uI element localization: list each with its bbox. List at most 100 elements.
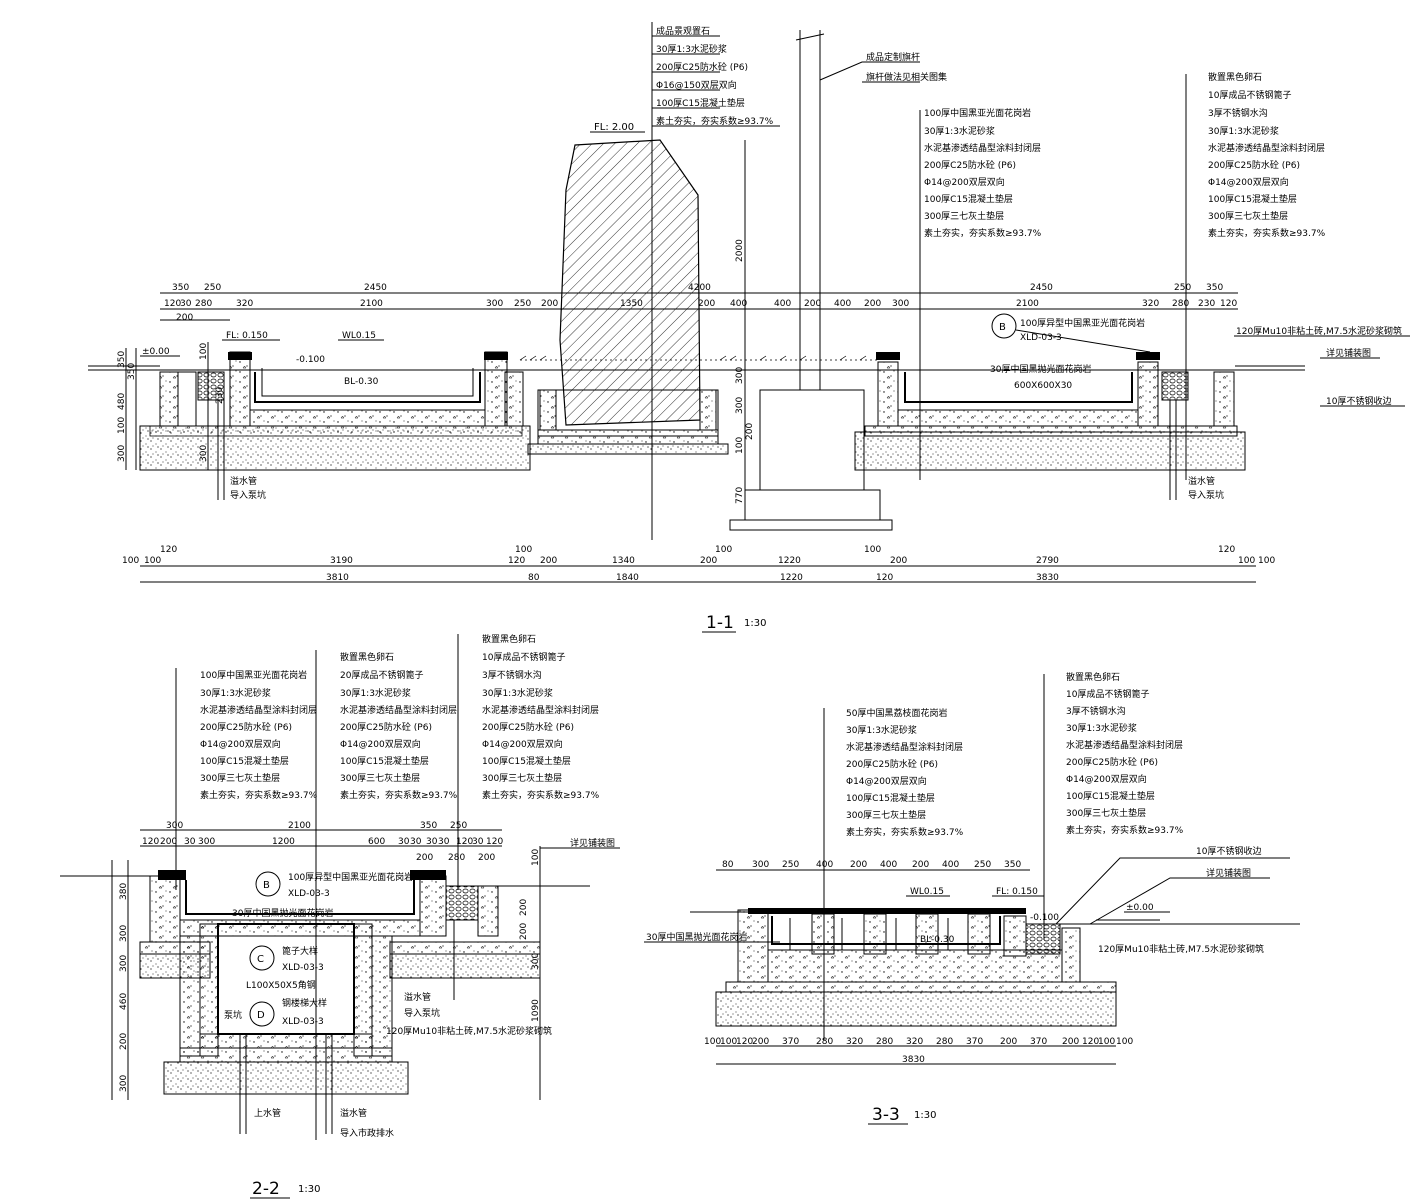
dim: 120 xyxy=(164,299,181,309)
section-2-2: 100厚中国黑亚光面花岗岩 30厚1:3水泥砂浆 水泥基渗透结晶型涂料封闭层 2… xyxy=(60,633,620,1199)
callout-d-text: 钢楼梯大样 xyxy=(282,997,327,1009)
dim: 370 xyxy=(782,1037,799,1047)
note-line: 200厚C25防水砼 (P6) xyxy=(1208,159,1300,171)
note-line: 100厚C15混凝土垫层 xyxy=(656,97,745,109)
note-line: Φ14@200双层双向 xyxy=(482,738,563,750)
note-line: 水泥基渗透结晶型涂料封闭层 xyxy=(846,741,963,753)
note-line: 成品景观置石 xyxy=(656,25,710,37)
dim: 600 xyxy=(368,837,385,847)
note-line: 200厚C25防水砼 (P6) xyxy=(482,721,574,733)
dim: 350 xyxy=(172,283,189,293)
note-line: 50厚中国黑荔枝面花岗岩 xyxy=(846,707,947,719)
dim: 370 xyxy=(1030,1037,1047,1047)
dim: 120 xyxy=(508,556,525,566)
dim: 300 xyxy=(166,821,183,831)
note-line: 成品定制旗杆 xyxy=(866,51,920,63)
dim: 100 xyxy=(735,437,745,454)
dim: 100 xyxy=(720,1037,737,1047)
stainless-note: 10厚不锈钢收边 xyxy=(1326,395,1391,407)
dim: 120 xyxy=(160,545,177,555)
dim: 400 xyxy=(730,299,747,309)
dim: 200 xyxy=(176,313,193,323)
callout-c-letter: C xyxy=(257,954,264,965)
dim: 30 xyxy=(438,837,450,847)
granite-size: 600X600X30 xyxy=(1014,381,1072,391)
dims-mid: 2000 300 300 100 200 770 xyxy=(735,140,755,504)
dim: 300 xyxy=(752,860,769,870)
note-line: Φ14@200双层双向 xyxy=(1208,176,1289,188)
section-scale-3-3: 1:30 xyxy=(914,1110,936,1121)
note-line: 300厚三七灰土垫层 xyxy=(200,772,280,784)
dim: 480 xyxy=(117,393,127,410)
dim: 280 xyxy=(1172,299,1189,309)
dim: 250 xyxy=(974,860,991,870)
dim: 1220 xyxy=(778,556,801,566)
dim: 120 xyxy=(1082,1037,1099,1047)
level-zero: ±0.00 xyxy=(1126,903,1154,913)
dim: 2450 xyxy=(364,283,387,293)
note-line: Φ14@200双层双向 xyxy=(1066,773,1147,785)
dim: 30 xyxy=(398,837,410,847)
callout-d-ref: XLD-03-3 xyxy=(282,1017,324,1027)
dim: 200 xyxy=(416,853,433,863)
callout-b-text: 100厚异型中国黑亚光面花岗岩 xyxy=(1020,317,1145,329)
note-line: 100厚C15混凝土垫层 xyxy=(482,755,571,767)
dim: 300 xyxy=(117,445,127,462)
dim-total: 3830 xyxy=(902,1055,925,1065)
dim: 3810 xyxy=(326,573,349,583)
wall-note: 120厚Mu10非粘土砖,M7.5水泥砂浆砌筑 xyxy=(386,1025,552,1037)
note-line: 300厚三七灰土垫层 xyxy=(340,772,420,784)
pipe-pump-r: 导入泵坑 xyxy=(1188,489,1224,501)
dim: 320 xyxy=(846,1037,863,1047)
note-line: 10厚成品不锈钢篦子 xyxy=(482,651,565,663)
note-line: Φ16@150双层双向 xyxy=(656,79,737,91)
notes-flagpole: 成品定制旗杆 旗杆做法见相关图集 xyxy=(819,51,947,83)
dim: 200 xyxy=(912,860,929,870)
granite-note: 30厚中国黑抛光面花岗岩 xyxy=(232,907,333,919)
dim: 200 xyxy=(890,556,907,566)
stainless-note: 10厚不锈钢收边 xyxy=(1196,845,1261,857)
dim: 30 xyxy=(410,837,422,847)
pump-pit: 泵坑 xyxy=(224,1009,242,1021)
note-line: 水泥基渗透结晶型涂料封闭层 xyxy=(924,142,1041,154)
dim: 350 xyxy=(117,351,127,368)
dim: 320 xyxy=(1142,299,1159,309)
level-zero: ±0.00 xyxy=(142,347,170,357)
dim: 3190 xyxy=(330,556,353,566)
dim: 300 xyxy=(486,299,503,309)
note-line: 散置黑色卵石 xyxy=(1066,671,1120,683)
note-line: 素土夯实，夯实系数≥93.7% xyxy=(846,826,964,838)
dim: 100 xyxy=(515,545,532,555)
dim: 300 xyxy=(198,837,215,847)
note-line: 20厚成品不锈钢篦子 xyxy=(340,669,423,681)
note-line: 素土夯实，夯实系数≥93.7% xyxy=(1066,824,1184,836)
dim: 30 xyxy=(426,837,438,847)
dim: 100 xyxy=(1258,556,1275,566)
note-line: 300厚三七灰土垫层 xyxy=(482,772,562,784)
dim: 200 xyxy=(519,899,529,916)
dim: 400 xyxy=(816,860,833,870)
dim: 250 xyxy=(450,821,467,831)
note-line: 水泥基渗透结晶型涂料封闭层 xyxy=(482,704,599,716)
dim: 2100 xyxy=(360,299,383,309)
dim: 100 xyxy=(1116,1037,1133,1047)
dim: 80 xyxy=(528,573,540,583)
note-line: 3厚不锈钢水沟 xyxy=(1066,705,1126,717)
note-line: 散置黑色卵石 xyxy=(482,633,536,645)
callout-c-circle xyxy=(249,945,275,971)
dim: 30 xyxy=(180,299,192,309)
dim: 300 xyxy=(531,953,541,970)
note-line: 素土夯实，夯实系数≥93.7% xyxy=(200,789,318,801)
callout-b-text: 100厚异型中国黑亚光面花岗岩 xyxy=(288,871,413,883)
note-line: 100厚C15混凝土垫层 xyxy=(200,755,289,767)
callout-c-text: 篦子大样 xyxy=(282,945,318,957)
dim: 100 xyxy=(117,417,127,434)
dim: 200 xyxy=(160,837,177,847)
dim: 2100 xyxy=(1016,299,1039,309)
dim: 250 xyxy=(514,299,531,309)
callout-b-letter: B xyxy=(263,880,270,891)
section-3-3: 50厚中国黑荔枝面花岗岩 30厚1:3水泥砂浆 水泥基渗透结晶型涂料封闭层 20… xyxy=(644,671,1300,1125)
note-line: 200厚C25防水砼 (P6) xyxy=(656,61,748,73)
dim: 30 xyxy=(472,837,484,847)
level-minus: -0.100 xyxy=(296,355,325,365)
